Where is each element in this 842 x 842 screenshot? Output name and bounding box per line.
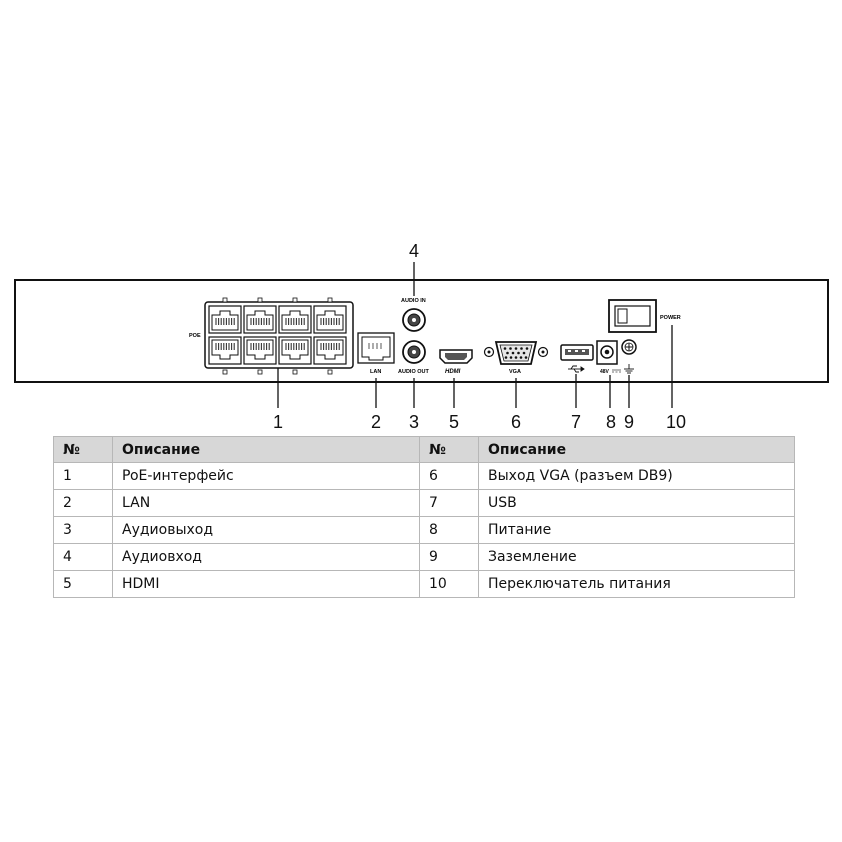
cell-number: 7 bbox=[419, 489, 479, 517]
poe-port bbox=[278, 305, 312, 334]
cell-description: Аудиовход bbox=[112, 543, 420, 571]
vga-pin bbox=[517, 351, 520, 355]
lan-port bbox=[357, 332, 395, 364]
spec-table: № Описание № Описание 1 PoE-интерфейс 6 … bbox=[53, 436, 795, 598]
power-switch bbox=[608, 299, 657, 333]
callout-7: 7 bbox=[571, 412, 581, 432]
dc-symbol-icon bbox=[612, 369, 621, 373]
table-row: 4 Аудиовход 9 Заземление bbox=[53, 543, 795, 571]
poe-led bbox=[292, 297, 298, 303]
poe-led bbox=[327, 297, 333, 303]
table-row: 2 LAN 7 USB bbox=[53, 489, 795, 517]
device-chassis bbox=[14, 279, 829, 383]
vga-pin bbox=[524, 356, 528, 359]
power-label: POWER bbox=[660, 315, 681, 321]
cell-description: Питание bbox=[478, 516, 795, 544]
cell-number: 1 bbox=[53, 462, 113, 490]
callout-8: 8 bbox=[606, 412, 616, 432]
callout-1: 1 bbox=[273, 412, 283, 432]
poe-led bbox=[222, 369, 228, 375]
poe-port-block: POE bbox=[189, 297, 354, 375]
vga-pin bbox=[509, 356, 513, 359]
usb-icon bbox=[568, 365, 585, 373]
vga-pin bbox=[520, 347, 523, 350]
callout-3: 3 bbox=[409, 412, 419, 432]
vga-pin bbox=[506, 351, 509, 355]
cell-number: 5 bbox=[53, 570, 113, 598]
voltage-label: 48V bbox=[600, 369, 610, 375]
table-row: 5 HDMI 10 Переключатель питания bbox=[53, 570, 795, 598]
vga-pin bbox=[511, 351, 515, 355]
poe-led bbox=[222, 297, 228, 303]
poe-label: POE bbox=[189, 333, 201, 339]
callout-lines bbox=[277, 262, 673, 408]
poe-port bbox=[243, 336, 277, 365]
ground-symbol-icon bbox=[624, 364, 634, 374]
poe-port bbox=[208, 305, 242, 334]
audio-out-jack bbox=[402, 340, 426, 364]
poe-port bbox=[243, 305, 277, 334]
header-number: № bbox=[419, 436, 479, 463]
lan-label: LAN bbox=[370, 369, 381, 375]
poe-port bbox=[208, 336, 242, 365]
vga-label: VGA bbox=[509, 369, 521, 375]
poe-port bbox=[278, 336, 312, 365]
callout-10: 10 bbox=[666, 412, 686, 432]
ground-screw bbox=[621, 339, 637, 355]
cell-number: 4 bbox=[53, 543, 113, 571]
vga-pin bbox=[509, 347, 512, 350]
table-row: 1 PoE-интерфейс 6 Выход VGA (разъем DB9) bbox=[53, 462, 795, 490]
header-description: Описание bbox=[478, 436, 795, 463]
poe-led bbox=[257, 297, 263, 303]
cell-description: Выход VGA (разъем DB9) bbox=[478, 462, 795, 490]
poe-led bbox=[257, 369, 263, 375]
vga-pin bbox=[514, 347, 518, 350]
cell-description: Переключатель питания bbox=[478, 570, 795, 598]
callout-5: 5 bbox=[449, 412, 459, 432]
hdmi-label: HDMI bbox=[445, 369, 461, 375]
poe-led bbox=[292, 369, 298, 375]
cell-description: PoE-интерфейс bbox=[112, 462, 420, 490]
cell-description: USB bbox=[478, 489, 795, 517]
header-description: Описание bbox=[112, 436, 420, 463]
audio-in-label: AUDIO IN bbox=[401, 298, 426, 304]
vga-pin bbox=[504, 356, 508, 359]
usb-port bbox=[560, 344, 594, 361]
dc-power-jack bbox=[596, 340, 618, 365]
vga-pin bbox=[514, 356, 518, 359]
cell-number: 9 bbox=[419, 543, 479, 571]
cell-description: Аудиовыход bbox=[112, 516, 420, 544]
cell-description: LAN bbox=[112, 489, 420, 517]
vga-pin bbox=[503, 347, 507, 350]
cell-number: 6 bbox=[419, 462, 479, 490]
poe-port bbox=[313, 336, 347, 365]
cell-number: 3 bbox=[53, 516, 113, 544]
cell-number: 10 bbox=[419, 570, 479, 598]
audio-in-jack bbox=[402, 308, 426, 332]
vga-pin bbox=[519, 356, 523, 359]
callout-4: 4 bbox=[409, 241, 419, 261]
header-number: № bbox=[53, 436, 113, 463]
poe-port bbox=[313, 305, 347, 334]
poe-led bbox=[327, 369, 333, 375]
table-row: 3 Аудиовыход 8 Питание bbox=[53, 516, 795, 544]
cell-number: 2 bbox=[53, 489, 113, 517]
vga-port bbox=[483, 341, 549, 365]
hdmi-port bbox=[439, 349, 473, 364]
audio-out-label: AUDIO OUT bbox=[398, 369, 430, 375]
cell-description: Заземление bbox=[478, 543, 795, 571]
vga-pin bbox=[525, 347, 529, 350]
vga-pin bbox=[522, 351, 526, 355]
cell-description: HDMI bbox=[112, 570, 420, 598]
table-header-row: № Описание № Описание bbox=[53, 436, 795, 463]
callout-6: 6 bbox=[511, 412, 521, 432]
cell-number: 8 bbox=[419, 516, 479, 544]
callout-2: 2 bbox=[371, 412, 381, 432]
callout-9: 9 bbox=[624, 412, 634, 432]
